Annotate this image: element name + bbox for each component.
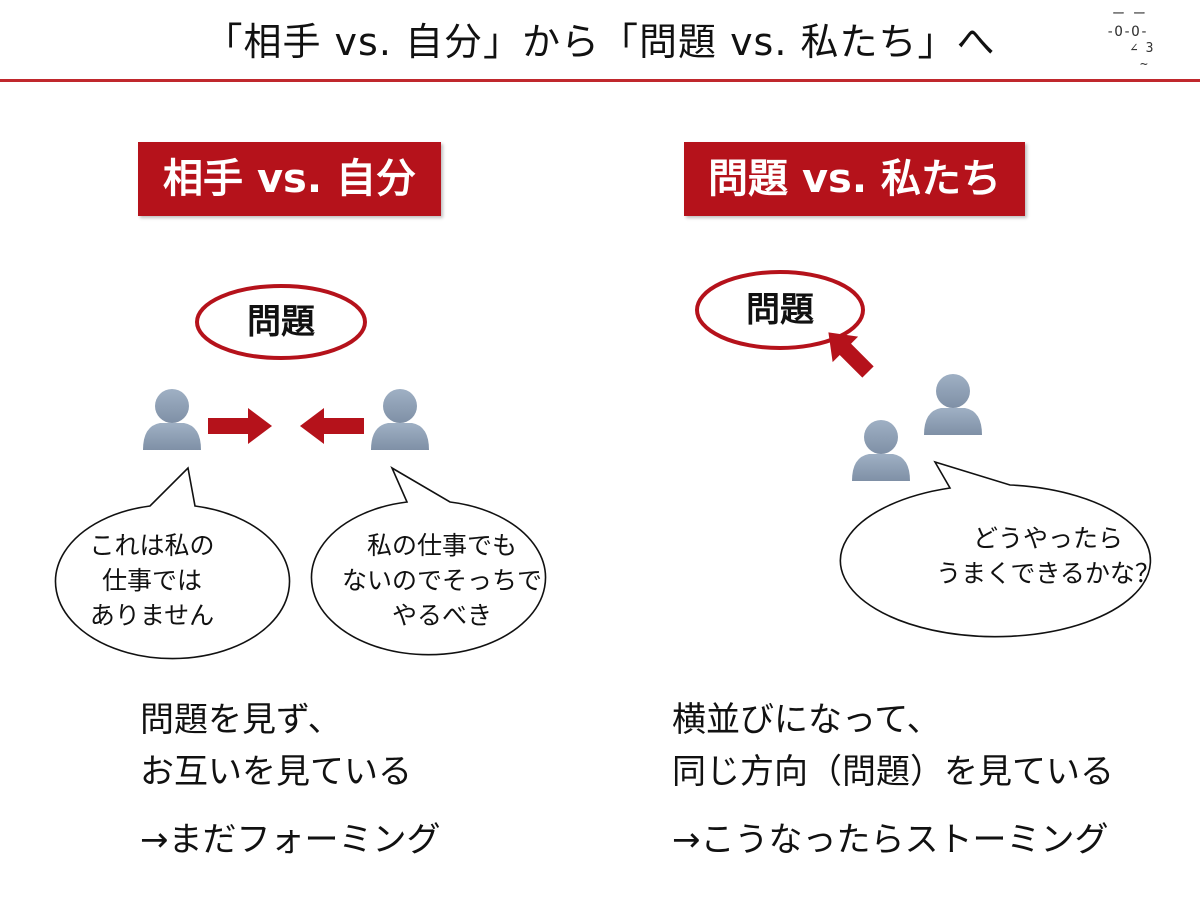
svg-text:-O-O-: -O-O- xyxy=(1106,24,1148,40)
right-conclusion: →こうなったらストーミング xyxy=(672,820,1109,860)
left-heading-tag: 相手 vs. 自分 xyxy=(138,142,441,216)
arrow-right-icon xyxy=(208,408,272,444)
person-icon xyxy=(852,420,910,481)
svg-text:~: ~ xyxy=(1140,57,1148,72)
svg-text:∠ 3: ∠ 3 xyxy=(1130,41,1153,56)
svg-text:ー ー: ー ー xyxy=(1112,7,1146,22)
right-heading-tag: 問題 vs. 私たち xyxy=(684,142,1025,216)
right-problem-ellipse xyxy=(695,270,865,350)
slide-title: 「相手 vs. 自分」から「問題 vs. 私たち」へ xyxy=(204,20,996,64)
arrow-left-icon xyxy=(300,408,364,444)
left-conclusion: →まだフォーミング xyxy=(140,820,441,860)
left-speech-bubble-b xyxy=(310,466,547,656)
arrow-up-left-icon xyxy=(828,332,874,378)
person-icon xyxy=(143,389,201,450)
person-icon xyxy=(371,389,429,450)
right-problem-label: 問題 xyxy=(746,290,814,330)
left-bubble-b-text: 私の仕事でも ないのでそっちで やるべき xyxy=(341,531,542,630)
right-caption: 横並びになって、 同じ方向（問題）を見ている xyxy=(672,700,1114,792)
right-bubble-text: どうやったら うまくできるかな？ xyxy=(936,524,1160,588)
title-divider xyxy=(0,79,1200,82)
person-icon xyxy=(924,374,982,435)
left-speech-bubble-a xyxy=(54,466,291,660)
right-speech-bubble xyxy=(839,460,1152,638)
face-logo-icon: ー ー -O-O- ∠ 3 ~ xyxy=(1106,7,1153,72)
left-problem-label: 問題 xyxy=(247,302,315,342)
left-bubble-a-text: これは私の 仕事では ありません xyxy=(89,531,215,630)
left-problem-ellipse xyxy=(195,284,367,360)
left-caption: 問題を見ず、 お互いを見ている xyxy=(140,700,412,792)
